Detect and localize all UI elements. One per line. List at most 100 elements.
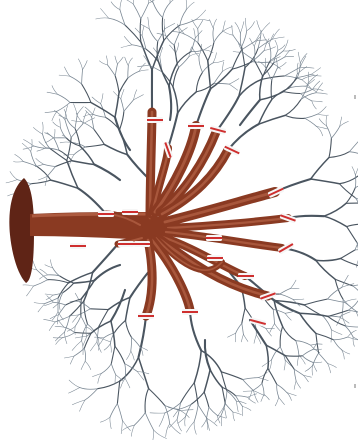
fine-branch bbox=[120, 10, 125, 26]
fine-branch bbox=[38, 304, 45, 312]
fine-branch bbox=[204, 392, 209, 407]
fine-branch bbox=[111, 2, 120, 10]
ligature-marker bbox=[118, 241, 134, 247]
fine-branch bbox=[15, 154, 24, 161]
fine-branch bbox=[84, 272, 93, 301]
fine-branch bbox=[270, 324, 275, 333]
fine-branch bbox=[60, 142, 71, 143]
fine-branch bbox=[169, 86, 171, 120]
fine-branch bbox=[98, 373, 102, 383]
fine-branch bbox=[124, 100, 134, 112]
fine-branch bbox=[214, 72, 222, 84]
fine-branch bbox=[246, 18, 247, 31]
fine-branch bbox=[45, 133, 54, 138]
fine-branch bbox=[169, 419, 177, 427]
fine-branch bbox=[143, 0, 153, 3]
fine-branch bbox=[294, 369, 304, 375]
fine-branch bbox=[341, 259, 358, 266]
marker-stripe bbox=[98, 213, 114, 215]
fine-branch bbox=[74, 281, 95, 284]
fine-branch bbox=[262, 369, 268, 384]
fine-branch bbox=[115, 56, 118, 64]
fine-branch bbox=[275, 324, 282, 333]
fine-branch bbox=[285, 76, 302, 80]
marker-stripe bbox=[70, 245, 86, 247]
fine-branch bbox=[145, 389, 149, 413]
ligature-marker bbox=[70, 243, 86, 249]
fine-branch bbox=[14, 162, 24, 163]
fine-branch bbox=[85, 361, 91, 369]
fine-branch bbox=[178, 417, 186, 424]
fine-branch bbox=[131, 351, 135, 360]
fine-branch bbox=[85, 144, 104, 147]
fine-branch bbox=[133, 0, 134, 4]
fine-branch bbox=[308, 75, 318, 84]
fine-branch bbox=[236, 401, 246, 404]
fine-branch bbox=[45, 294, 53, 295]
marker-stripe bbox=[182, 311, 198, 313]
fine-branch bbox=[254, 335, 256, 343]
fine-branch bbox=[190, 310, 201, 351]
fine-branch bbox=[44, 164, 56, 166]
fine-branch bbox=[128, 66, 129, 78]
fine-branch bbox=[176, 43, 179, 53]
ligature-marker bbox=[98, 211, 114, 217]
fine-branch bbox=[142, 26, 144, 36]
fine-branch bbox=[254, 391, 265, 396]
fine-branch bbox=[300, 313, 328, 316]
fine-branch bbox=[31, 139, 32, 151]
fine-branch bbox=[36, 158, 44, 164]
fine-branch bbox=[344, 299, 356, 302]
fine-branch bbox=[216, 97, 239, 132]
fine-branch bbox=[345, 326, 358, 327]
fine-branch bbox=[340, 121, 349, 126]
fine-branch bbox=[353, 337, 354, 347]
fine-branch bbox=[297, 74, 311, 77]
fine-branch bbox=[154, 430, 167, 438]
fine-branch bbox=[75, 333, 92, 334]
fine-branch bbox=[198, 405, 207, 419]
marker-stripe bbox=[122, 211, 138, 213]
marker-stripe bbox=[206, 237, 222, 239]
fine-branch bbox=[67, 119, 75, 129]
fine-branch bbox=[300, 313, 316, 333]
fine-branch bbox=[114, 320, 125, 332]
fine-branch bbox=[178, 92, 197, 113]
fine-branch bbox=[81, 361, 85, 369]
fine-branch bbox=[174, 45, 177, 63]
fine-branch bbox=[162, 18, 164, 41]
fine-branch bbox=[306, 79, 315, 86]
fine-branch bbox=[285, 67, 301, 76]
fine-branch bbox=[47, 167, 55, 177]
ligature-marker bbox=[134, 241, 150, 247]
fine-branch bbox=[126, 298, 131, 321]
fine-branch bbox=[284, 360, 285, 370]
fine-branch bbox=[241, 334, 243, 342]
fine-branch bbox=[291, 280, 296, 288]
fine-branch bbox=[86, 110, 92, 117]
fine-branch bbox=[186, 0, 187, 10]
fine-branch bbox=[225, 404, 233, 413]
marker-stripe bbox=[207, 257, 223, 259]
fine-branch bbox=[57, 103, 70, 112]
fine-branch bbox=[163, 3, 170, 18]
fine-branch bbox=[59, 115, 67, 119]
fine-branch bbox=[125, 25, 141, 42]
fine-branch bbox=[45, 138, 53, 143]
fine-branch bbox=[280, 327, 283, 347]
fine-branch bbox=[294, 381, 296, 390]
fine-branch bbox=[201, 351, 221, 372]
fine-branch bbox=[209, 407, 217, 415]
fine-branch bbox=[261, 394, 264, 401]
fine-branch bbox=[115, 64, 117, 76]
fine-branch bbox=[202, 420, 207, 428]
fine-branch bbox=[81, 281, 94, 300]
fine-branch bbox=[10, 172, 17, 180]
fine-branch bbox=[121, 89, 124, 98]
fine-branch bbox=[34, 303, 45, 304]
fine-branch bbox=[132, 45, 146, 49]
fine-branch bbox=[51, 260, 53, 268]
fine-branch bbox=[240, 22, 244, 34]
fine-branch bbox=[214, 31, 223, 42]
marker-stripe bbox=[118, 243, 134, 245]
